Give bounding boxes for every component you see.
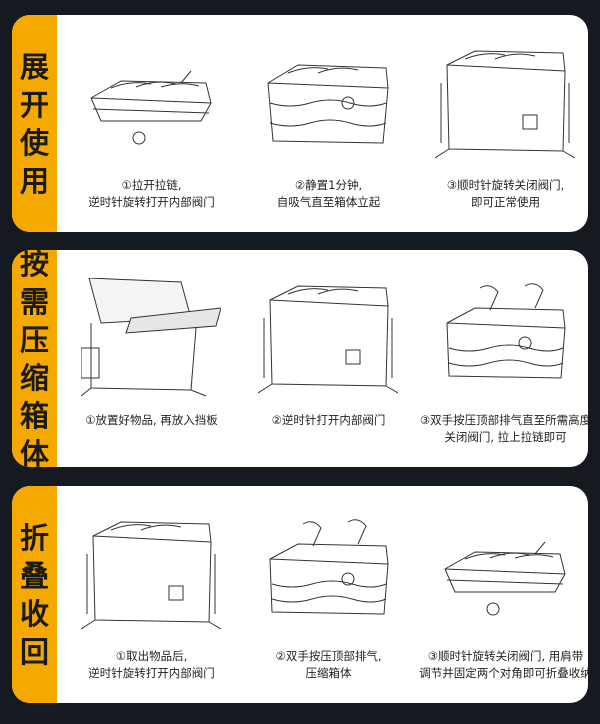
bag-full-icon (81, 521, 221, 630)
caption-line: 逆时针旋转打开内部阀门 (88, 195, 215, 209)
section-panel: 折叠收回 ①取出物品后, 逆时针旋转打开内部阀门 ②双手按压顶部排气, 压缩箱体 ③顺时针… (12, 486, 588, 703)
section-sidebar: 按需压缩箱体 (12, 250, 57, 467)
section-panel: 展开使用 ①拉开拉链, 逆时针旋转打开内部阀门 ②静置1分钟, 自吸气直至箱体立起 ③顺时… (12, 15, 588, 232)
section-title: 按需压缩箱体 (19, 250, 49, 467)
bag-pressed-icon (269, 519, 389, 615)
bag-full-icon (258, 285, 398, 394)
caption-line: ②双手按压顶部排气, (275, 649, 382, 663)
step-caption: ②逆时针打开内部阀门 (230, 412, 427, 429)
step: ③顺时针旋转关闭阀门, 用肩带调节并固定两个对角即可折叠收纳 (417, 486, 588, 703)
caption-line: ①取出物品后, (115, 649, 188, 663)
caption-line: 关闭阀门, 拉上拉链即可 (444, 430, 567, 444)
steps: ①放置好物品, 再放入挡板 ②逆时针打开内部阀门 ③双手按压顶部排气直至所需高度关闭… (57, 250, 588, 467)
section-sidebar: 折叠收回 (12, 486, 57, 703)
step: ②逆时针打开内部阀门 (240, 250, 417, 467)
step: ③双手按压顶部排气直至所需高度关闭阀门, 拉上拉链即可 (417, 250, 588, 467)
caption-line: ①拉开拉链, (121, 178, 182, 192)
caption-line: ①放置好物品, 再放入挡板 (85, 413, 218, 427)
bag-open-lid-icon (81, 278, 221, 397)
step-caption: ③双手按压顶部排气直至所需高度关闭阀门, 拉上拉链即可 (407, 412, 588, 446)
step: ②静置1分钟, 自吸气直至箱体立起 (240, 15, 417, 232)
step: ①放置好物品, 再放入挡板 (63, 250, 240, 467)
caption-line: ②静置1分钟, (294, 178, 363, 192)
caption-line: ③顺时针旋转关闭阀门, (446, 178, 565, 192)
bag-folded-icon (90, 70, 212, 145)
steps: ①取出物品后, 逆时针旋转打开内部阀门 ②双手按压顶部排气, 压缩箱体 ③顺时针旋转关闭… (57, 486, 588, 703)
caption-line: 即可正常使用 (471, 195, 540, 209)
step: ②双手按压顶部排气, 压缩箱体 (240, 486, 417, 703)
bag-folded-icon (444, 541, 566, 616)
step-caption: ①拉开拉链, 逆时针旋转打开内部阀门 (53, 177, 250, 211)
step-caption: ①取出物品后, 逆时针旋转打开内部阀门 (53, 648, 250, 682)
section-title: 展开使用 (19, 49, 49, 198)
caption-line: ②逆时针打开内部阀门 (271, 413, 386, 427)
caption-line: ③双手按压顶部排气直至所需高度 (419, 413, 588, 427)
step-caption: ③顺时针旋转关闭阀门, 用肩带调节并固定两个对角即可折叠收纳 (407, 648, 588, 682)
step: ③顺时针旋转关闭阀门, 即可正常使用 (417, 15, 588, 232)
caption-line: ③顺时针旋转关闭阀门, 用肩带 (427, 649, 584, 663)
step-caption: ①放置好物品, 再放入挡板 (53, 412, 250, 429)
step-caption: ③顺时针旋转关闭阀门, 即可正常使用 (407, 177, 588, 211)
section-sidebar: 展开使用 (12, 15, 57, 232)
bag-pressed-icon (446, 283, 566, 379)
caption-line: 压缩箱体 (305, 666, 352, 680)
caption-line: 逆时针旋转打开内部阀门 (88, 666, 215, 680)
section-title: 折叠收回 (19, 520, 49, 669)
bag-expanding-icon (267, 64, 389, 144)
step: ①拉开拉链, 逆时针旋转打开内部阀门 (63, 15, 240, 232)
steps: ①拉开拉链, 逆时针旋转打开内部阀门 ②静置1分钟, 自吸气直至箱体立起 ③顺时针旋转关… (57, 15, 588, 232)
caption-line: 自吸气直至箱体立起 (276, 195, 381, 209)
step-caption: ②静置1分钟, 自吸气直至箱体立起 (230, 177, 427, 211)
step-caption: ②双手按压顶部排气, 压缩箱体 (230, 648, 427, 682)
section-panel: 按需压缩箱体 ①放置好物品, 再放入挡板 ②逆时针打开内部阀门 ③双手按压顶部排气直至… (12, 250, 588, 467)
caption-line: 调节并固定两个对角即可折叠收纳 (419, 666, 588, 680)
bag-full-icon (435, 50, 575, 159)
step: ①取出物品后, 逆时针旋转打开内部阀门 (63, 486, 240, 703)
